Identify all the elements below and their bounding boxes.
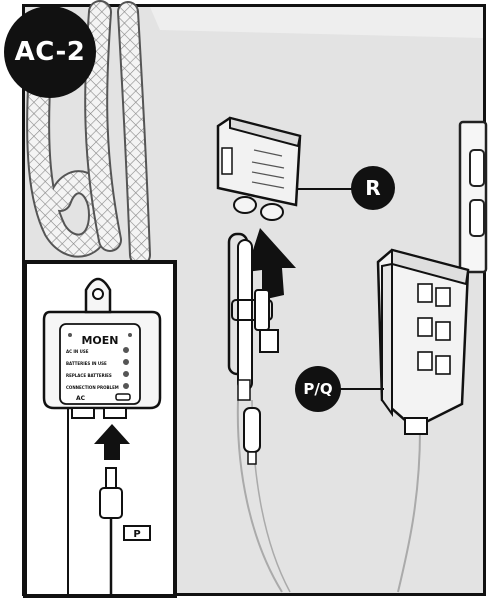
ac-label: AC bbox=[76, 395, 86, 402]
wall-edge bbox=[150, 7, 483, 38]
callout-leader-pq bbox=[340, 388, 384, 390]
callout-r: R bbox=[351, 166, 395, 210]
module-brand: MOEN bbox=[81, 334, 118, 347]
inset-detail bbox=[25, 262, 175, 596]
wall-outlet bbox=[460, 122, 486, 272]
indicator-label: CONNECTION PROBLEM bbox=[66, 385, 119, 390]
power-strip-cord bbox=[398, 430, 420, 592]
indicator-label: REPLACE BATTERIES bbox=[66, 373, 112, 378]
insert-arrow-r bbox=[246, 228, 296, 300]
step-badge: AC-2 bbox=[4, 6, 96, 98]
callout-pq: P/Q bbox=[295, 366, 341, 412]
power-strip-pq bbox=[378, 250, 468, 434]
callout-leader-r bbox=[296, 188, 352, 190]
indicator-label: BATTERIES IN USE bbox=[66, 361, 107, 366]
control-module-r bbox=[218, 118, 300, 220]
plug-tag-label: P bbox=[133, 529, 140, 540]
indicator-label: AC IN USE bbox=[66, 349, 89, 354]
